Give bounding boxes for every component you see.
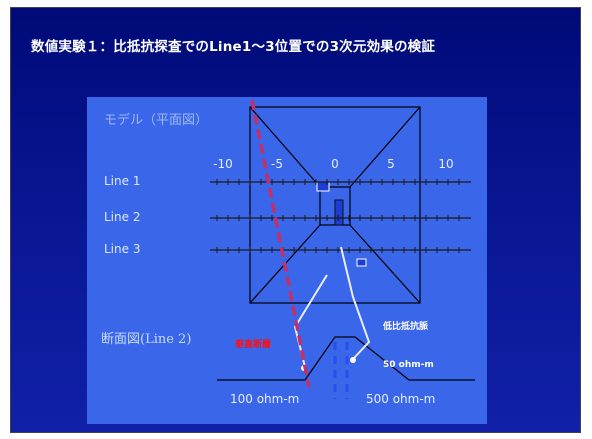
tick-label: 5 [387,157,395,171]
tick-marks [216,179,460,253]
diagonal-top-left [249,106,321,188]
left-resistivity: 100 ohm-m [230,392,299,406]
line-2-label: Line 2 [104,210,140,224]
plan-view-frame [249,106,421,304]
fault-trace [250,99,311,388]
low-res-label: 低比抵抗脈 [382,320,428,332]
fault-label: 垂直断層 [235,338,271,350]
cross-section [217,336,475,381]
tick-label: 0 [331,157,339,171]
survey-lines [210,181,471,251]
model-label: モデル（平面図） [104,112,208,128]
dike-marker [350,357,356,363]
right-resistivity: 500 ohm-m [366,392,435,406]
diagonal-bottom-right [349,224,421,304]
axis-tick-labels: -10 -5 0 5 10 [213,157,453,171]
model-diagram: -10 -5 0 5 10 Line 1 Line 2 Line 3 モデル（平… [101,99,475,406]
section-profile [217,336,475,381]
model-panel: -10 -5 0 5 10 Line 1 Line 2 Line 3 モデル（平… [87,97,487,424]
slide-title: 数値実験１：比抵抗探査でのLine1～3位置での3次元効果の検証 [31,39,436,55]
diagonal-top-right [349,106,421,188]
tick-label: 10 [438,157,453,171]
low-res-block-2 [334,199,344,226]
line-3-label: Line 3 [104,242,140,256]
arrow-to-dike [340,246,371,360]
low-res-block-3 [356,258,367,267]
low-res-blocks [316,181,367,267]
arrow-to-fault [293,274,328,368]
line-labels: Line 1 Line 2 Line 3 [104,174,140,256]
line-1-label: Line 1 [104,174,140,188]
section-label: 断面図(Line 2) [101,332,191,347]
tick-label: -10 [213,157,233,171]
low-res-value: 50 ohm-m [383,360,434,370]
tick-label: -5 [271,157,283,171]
section-dike [333,342,349,399]
plan-view [249,106,421,304]
slide: 数値実験１：比抵抗探査でのLine1～3位置での3次元効果の検証 [10,7,581,433]
